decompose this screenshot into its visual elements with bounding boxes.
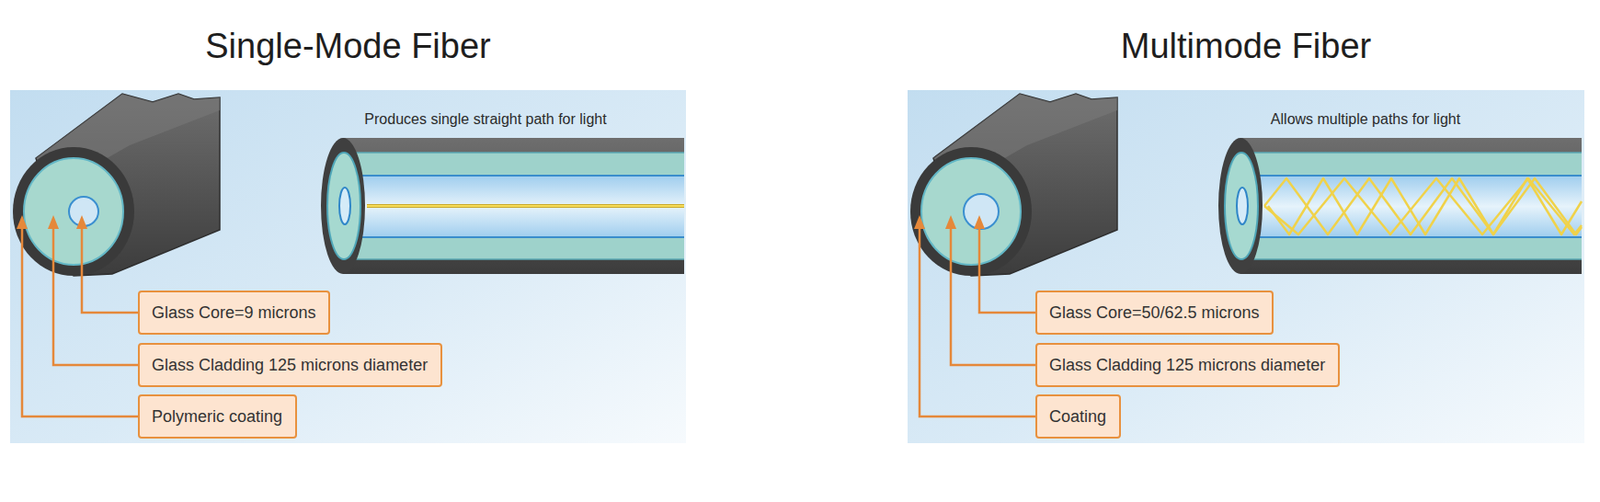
callout-box: Glass Core=9 microns: [137, 290, 331, 335]
fiber-panel: Single-Mode FiberGlass Core=9 micronsGla…: [10, 90, 686, 444]
panel-heading: Multimode Fiber: [907, 25, 1585, 67]
callout-box: Polymeric coating: [137, 394, 298, 439]
callout-text: Glass Core=50/62.5 microns: [1049, 302, 1260, 323]
fiber-panel: Multimode FiberGlass Core=50/62.5 micron…: [907, 90, 1585, 444]
panel-heading: Single-Mode Fiber: [10, 25, 686, 67]
path-note: Allows multiple paths for light: [1270, 110, 1461, 129]
callout-box: Coating: [1035, 394, 1121, 439]
callout-text: Glass Core=9 microns: [151, 302, 317, 323]
callout-box: Glass Core=50/62.5 microns: [1035, 290, 1274, 335]
callout-box: Glass Cladding 125 microns diameter: [137, 342, 443, 388]
callout-text: Coating: [1049, 406, 1107, 427]
path-note: Produces single straight path for light: [364, 110, 606, 129]
callout-text: Glass Cladding 125 microns diameter: [151, 354, 428, 376]
callout-text: Polymeric coating: [151, 406, 283, 427]
callout-text: Glass Cladding 125 microns diameter: [1049, 354, 1326, 376]
callout-box: Glass Cladding 125 microns diameter: [1035, 342, 1340, 388]
